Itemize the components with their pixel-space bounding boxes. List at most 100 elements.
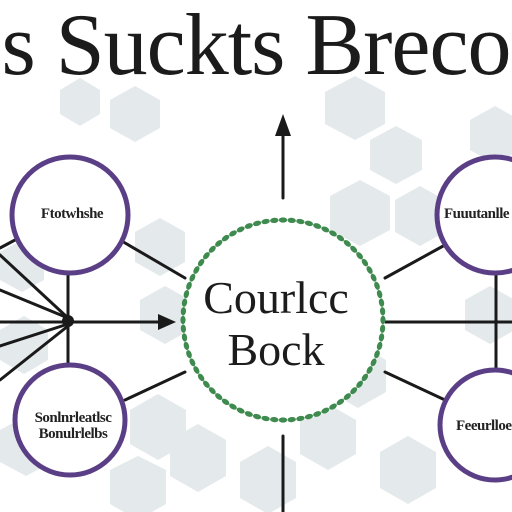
- arrow-up-icon: [275, 114, 291, 136]
- node-bottom-right: [437, 367, 512, 483]
- center-ring-dot: [236, 226, 245, 233]
- center-ring-dot: [193, 266, 200, 274]
- center-ring-dot: [197, 373, 205, 382]
- center-ring-dot: [208, 387, 216, 395]
- center-ring-dot: [229, 403, 237, 410]
- center-ring-dot: [278, 417, 288, 423]
- center-ring-dot: [236, 407, 245, 414]
- center-label-line-1: Courlcc: [203, 272, 349, 323]
- center-ring-dot: [287, 217, 296, 224]
- node-rings: [9, 154, 512, 483]
- connector-line: [0, 288, 70, 320]
- background-hexagon: [370, 126, 422, 184]
- center-ring-dot: [376, 341, 383, 351]
- center-ring-dot: [321, 407, 330, 414]
- center-ring-dot: [270, 217, 279, 224]
- center-ring-dot: [321, 226, 330, 233]
- center-label: Courlcc Bock: [180, 272, 372, 376]
- center-ring-dot: [189, 358, 196, 367]
- node-top-left: [9, 154, 131, 276]
- center-ring-dot: [278, 217, 288, 223]
- background-hexagon: [0, 316, 48, 374]
- center-ring-dot: [221, 398, 230, 406]
- center-ring-dot: [181, 333, 188, 342]
- center-ring-dot: [229, 230, 237, 237]
- center-ring-dot: [376, 289, 383, 299]
- center-ring-dot: [380, 315, 386, 325]
- center-ring-dot: [379, 324, 386, 333]
- center-ring-dot: [183, 341, 190, 351]
- center-ring-dot: [336, 398, 345, 406]
- center-ring-dot: [244, 223, 253, 229]
- connector-line: [383, 370, 447, 402]
- center-ring-dot: [336, 234, 345, 242]
- center-ring-dot: [186, 350, 192, 359]
- node-label-top-left: Ftotwhshe: [22, 206, 122, 222]
- node-label-bottom-left: Sonlnrleatlsc Bonulrlelbs: [20, 410, 126, 442]
- center-ring-dot: [378, 298, 385, 307]
- node-top-right: [434, 154, 512, 276]
- center-ring-dot: [180, 324, 187, 333]
- center-ring-dot: [304, 220, 314, 227]
- background-hexagon: [240, 446, 296, 512]
- node-label-line: Sonlnrleatlsc: [34, 410, 112, 426]
- center-ring-dot: [361, 258, 369, 267]
- center-ring-dot: [203, 380, 210, 388]
- center-ring-dot: [208, 245, 216, 253]
- center-dot-ring: [180, 217, 386, 423]
- connector-line: [0, 324, 70, 382]
- background-hexagon: [395, 186, 445, 246]
- center-ring-dot: [379, 307, 386, 316]
- node-label-line: Ftotwhshe: [40, 206, 104, 222]
- center-ring-dot: [221, 234, 230, 242]
- center-ring-dot: [329, 230, 337, 237]
- center-ring-dot: [361, 373, 369, 382]
- center-node: [181, 218, 385, 422]
- center-ring-dot: [343, 240, 351, 247]
- node-bottom-left: [12, 362, 128, 478]
- center-ring-dot: [378, 333, 385, 342]
- center-ring-dot: [203, 252, 210, 260]
- connector-line: [0, 322, 70, 348]
- center-ring-dot: [374, 350, 380, 359]
- center-ring-dot: [343, 393, 351, 400]
- connector-line: [123, 370, 187, 402]
- center-ring-dot: [183, 289, 190, 299]
- background-hexagon: [110, 86, 160, 142]
- background-hexagon: [470, 106, 512, 164]
- junction-dot: [62, 315, 74, 327]
- center-ring-dot: [329, 403, 337, 410]
- center-ring-dot: [180, 307, 187, 316]
- center-ring-dot: [356, 380, 363, 388]
- arrow-right-icon: [158, 314, 176, 330]
- center-ring-dot: [215, 393, 223, 400]
- center-label-line-2: Bock: [227, 324, 325, 375]
- hexagon-background: [0, 76, 512, 512]
- background-hexagon: [380, 436, 436, 504]
- background-hexagon: [300, 404, 356, 470]
- center-ring-dot: [252, 220, 262, 227]
- center-ring-dot: [186, 281, 192, 290]
- background-hexagon: [325, 76, 385, 140]
- center-ring-dot: [261, 218, 270, 225]
- center-ring-dot: [350, 245, 358, 253]
- center-ring-dot: [366, 266, 373, 274]
- center-ring-dot: [197, 258, 205, 267]
- center-ring-dot: [252, 413, 262, 420]
- connector-line: [383, 243, 447, 280]
- center-ring-dot: [215, 240, 223, 247]
- center-ring-dot: [193, 366, 200, 374]
- background-hexagon: [60, 78, 100, 126]
- center-ring-dot: [244, 411, 253, 417]
- node-label-line: Feeurlloe: [456, 418, 512, 434]
- center-ring-dot: [287, 416, 296, 423]
- center-ring-dot: [374, 281, 380, 290]
- background-hexagon: [135, 218, 185, 276]
- connector-line: [118, 238, 187, 280]
- center-ring-dot: [296, 218, 305, 225]
- node-label-line: Bonulrlelbs: [38, 426, 108, 442]
- center-ring-dot: [261, 415, 270, 422]
- background-hexagon: [140, 286, 190, 344]
- center-ring-dot: [180, 315, 186, 325]
